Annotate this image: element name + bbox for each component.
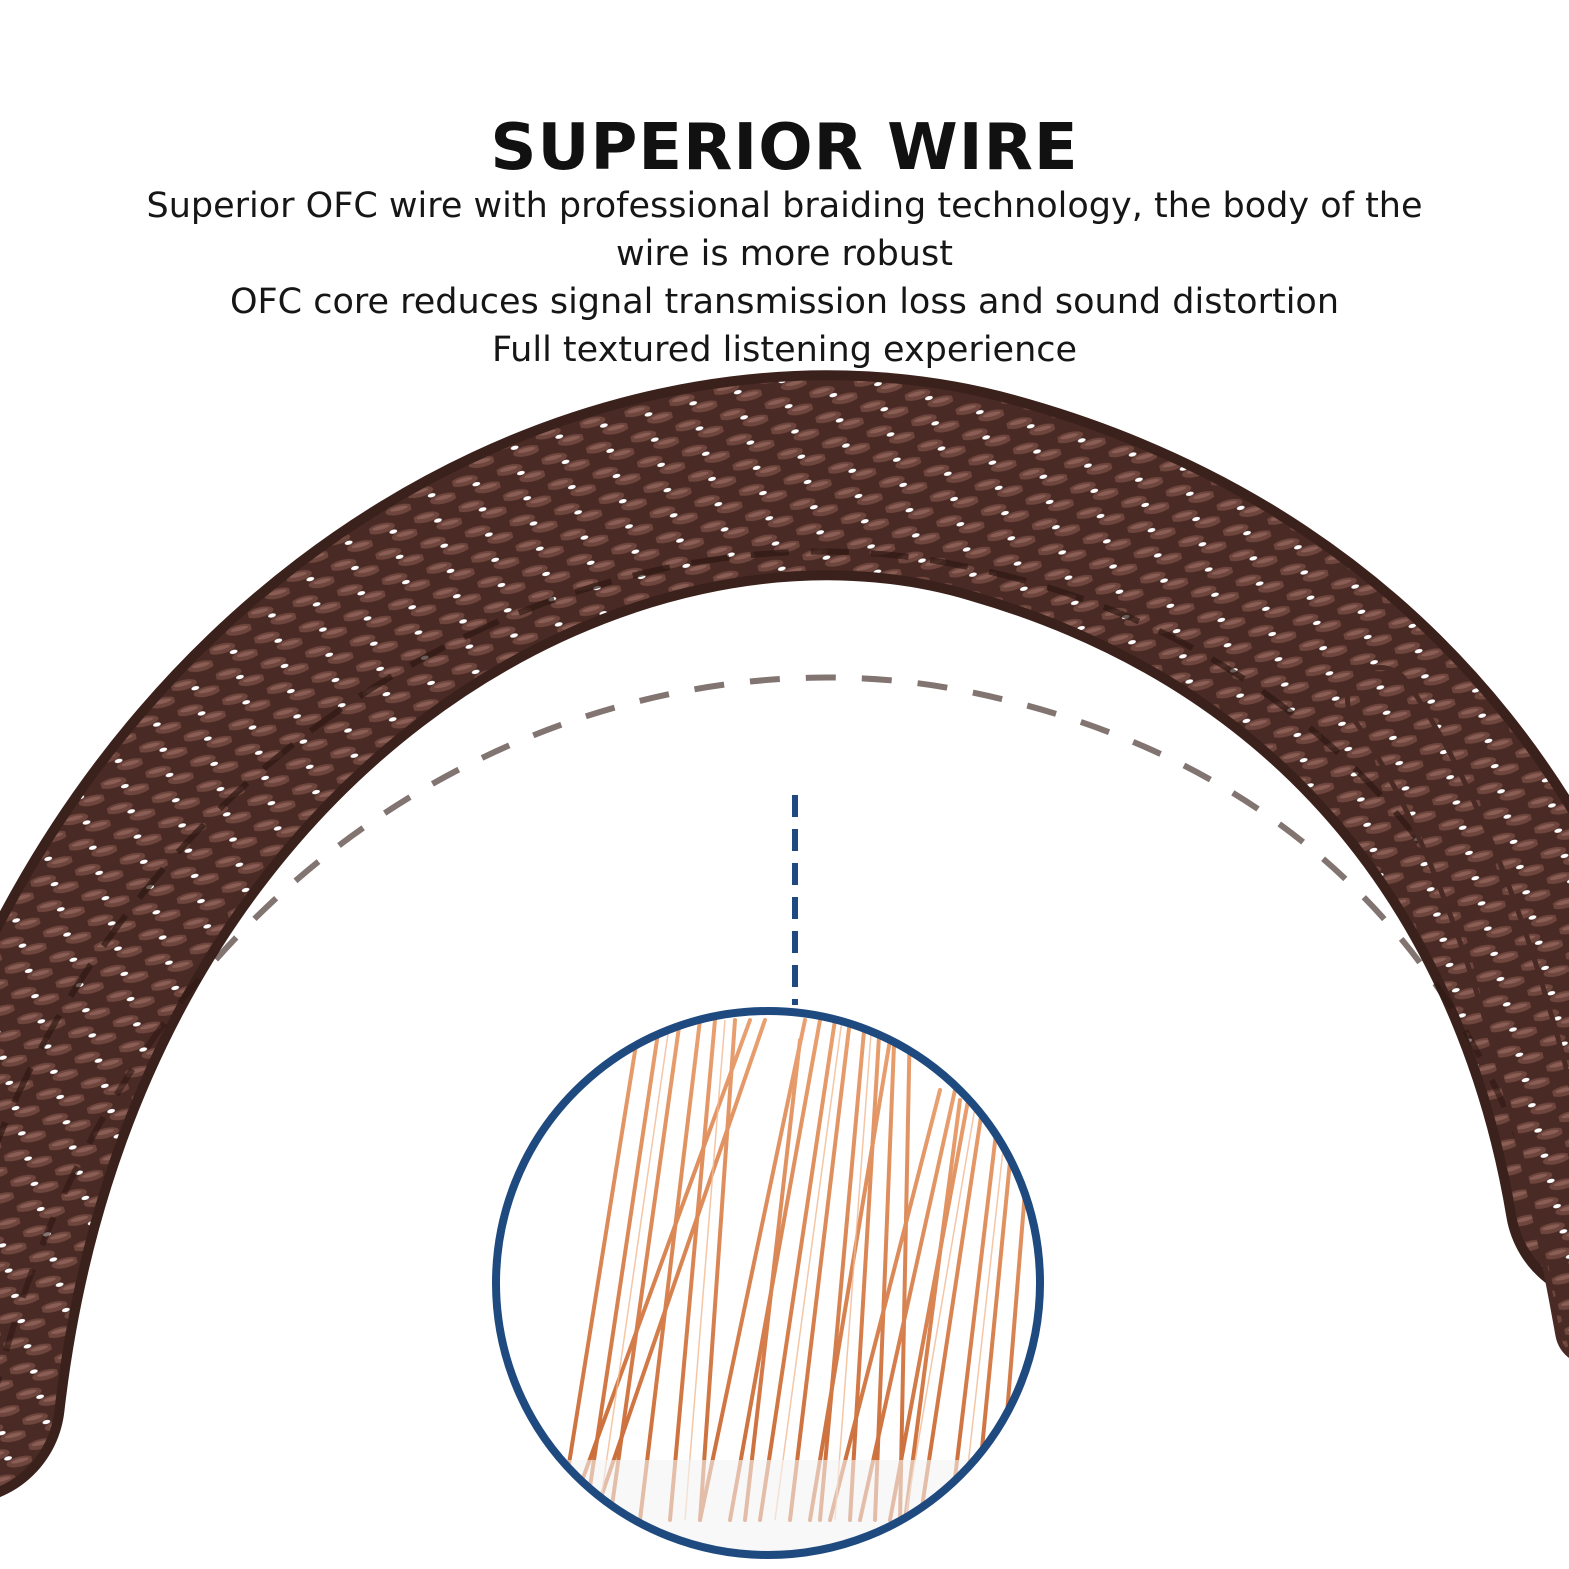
braided-cable-image <box>0 370 1569 1497</box>
description-line-1: Superior OFC wire with professional brai… <box>146 186 1423 226</box>
copper-strands-magnifier <box>492 1007 1044 1559</box>
page-title: SUPERIOR WIRE <box>490 111 1079 185</box>
description-line-3: OFC core reduces signal transmission los… <box>229 282 1340 322</box>
description-line-2: wire is more robust <box>616 234 953 274</box>
description-line-4: Full textured listening experience <box>491 330 1078 370</box>
